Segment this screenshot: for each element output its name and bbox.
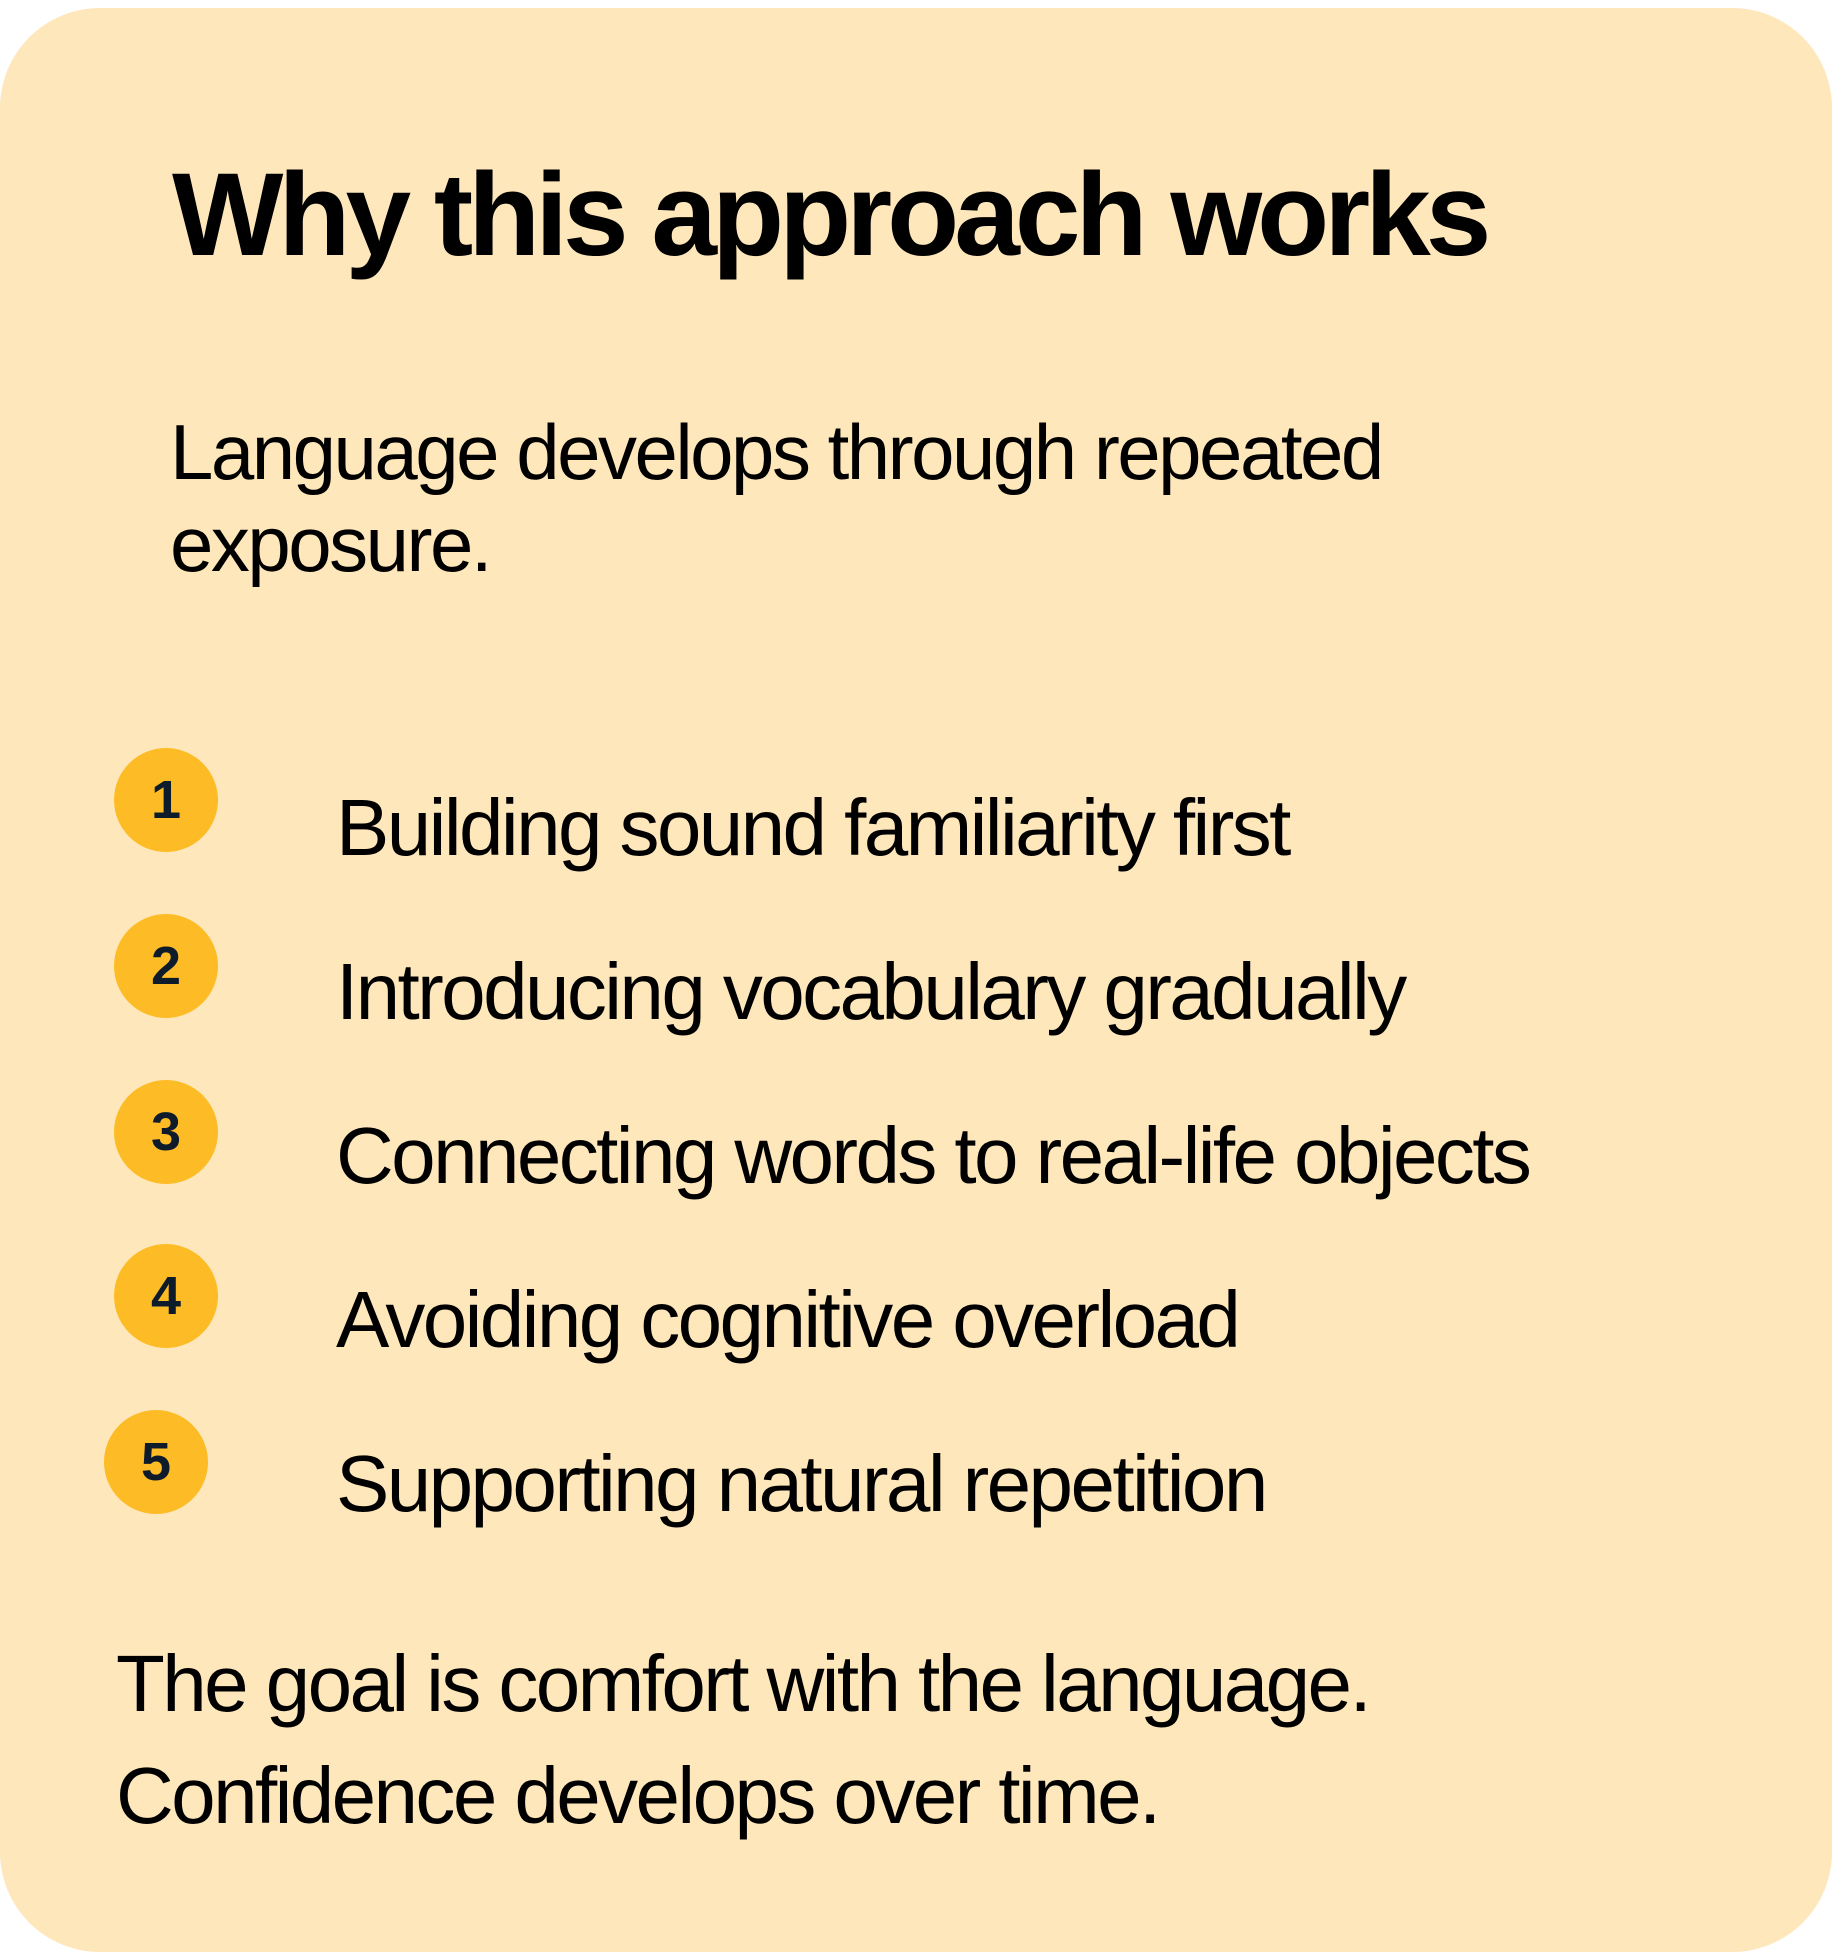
list-item-label: Building sound familiarity first xyxy=(336,783,1291,872)
closing-line-1: The goal is comfort with the language. xyxy=(116,1639,1372,1728)
number-badge: 2 xyxy=(114,914,218,1018)
number-badge: 5 xyxy=(104,1410,208,1514)
card-title: Why this approach works xyxy=(172,149,1491,281)
intro-text: Language develops through repeated expos… xyxy=(170,408,1384,588)
info-card: Why this approach works Language develop… xyxy=(0,8,1832,1952)
closing-text: The goal is comfort with the language. C… xyxy=(116,1628,1716,1852)
list-item-label: Connecting words to real-life objects xyxy=(336,1111,1532,1200)
list-item-label: Introducing vocabulary gradually xyxy=(336,947,1407,1036)
number-badge: 1 xyxy=(114,748,218,852)
list-item-label: Avoiding cognitive overload xyxy=(336,1275,1241,1364)
closing-line-2: Confidence develops over time. xyxy=(116,1751,1161,1840)
number-badge: 3 xyxy=(114,1080,218,1184)
number-badge: 4 xyxy=(114,1244,218,1348)
list-item-label: Supporting natural repetition xyxy=(336,1439,1268,1528)
